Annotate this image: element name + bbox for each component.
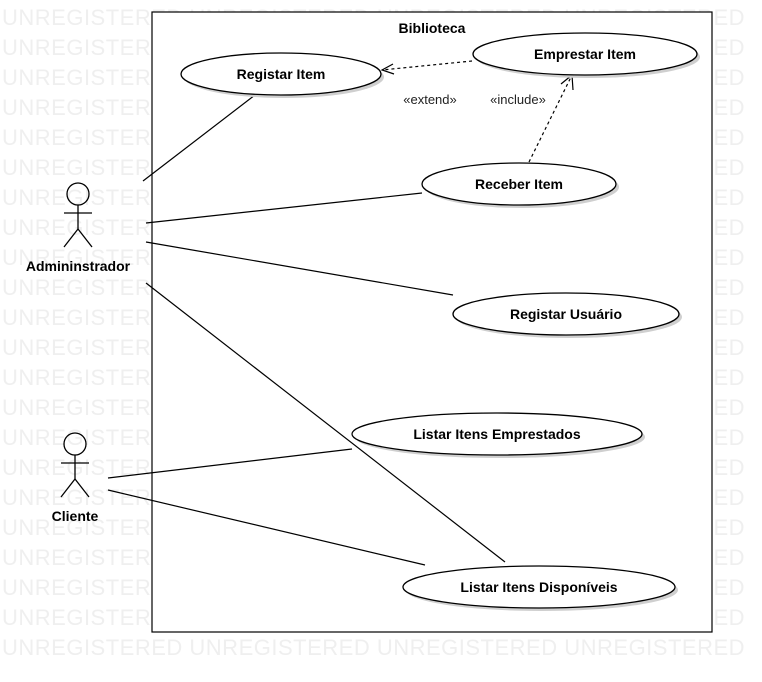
actor-cliente[interactable]: Cliente — [52, 432, 99, 524]
use-case-label: Emprestar Item — [534, 46, 636, 62]
use-case-label: Registar Usuário — [510, 306, 622, 322]
use-case-registar-usuario[interactable]: Registar Usuário — [452, 292, 682, 338]
include-line — [528, 74, 573, 163]
assoc-admin-registar-usuario — [145, 241, 454, 296]
use-case-label: Registar Item — [237, 66, 326, 82]
watermark-row: UNREGISTERED UNREGISTERED UNREGISTERED U… — [2, 635, 745, 660]
use-case-receber-item[interactable]: Receber Item — [421, 162, 619, 208]
assoc-admin-listar-disponiveis — [145, 282, 506, 563]
system-title: Biblioteca — [399, 20, 466, 36]
actor-label: Admininstrador — [26, 258, 131, 274]
use-case-label: Listar Itens Disponíveis — [460, 579, 617, 595]
use-case-registar-item[interactable]: Registar Item — [180, 52, 384, 98]
use-case-emprestar-item[interactable]: Emprestar Item — [472, 32, 700, 78]
actor-label: Cliente — [52, 508, 99, 524]
stick-figure-icon — [60, 432, 90, 498]
include-label: «include» — [490, 92, 546, 107]
extend-arrowhead — [380, 63, 395, 75]
use-case-listar-itens-disponiveis[interactable]: Listar Itens Disponíveis — [402, 565, 678, 611]
assoc-cliente-listar-disponiveis — [107, 489, 426, 566]
stick-figure-icon — [63, 182, 93, 248]
actor-admininstrador[interactable]: Admininstrador — [26, 182, 131, 274]
assoc-cliente-listar-emprestados — [107, 448, 353, 479]
assoc-admin-receber-item — [145, 192, 423, 224]
extend-label: «extend» — [403, 92, 457, 107]
assoc-admin-registar-item — [142, 94, 256, 182]
use-case-label: Receber Item — [475, 176, 563, 192]
use-case-label: Listar Itens Emprestados — [413, 426, 580, 442]
use-case-listar-itens-emprestados[interactable]: Listar Itens Emprestados — [351, 412, 645, 458]
